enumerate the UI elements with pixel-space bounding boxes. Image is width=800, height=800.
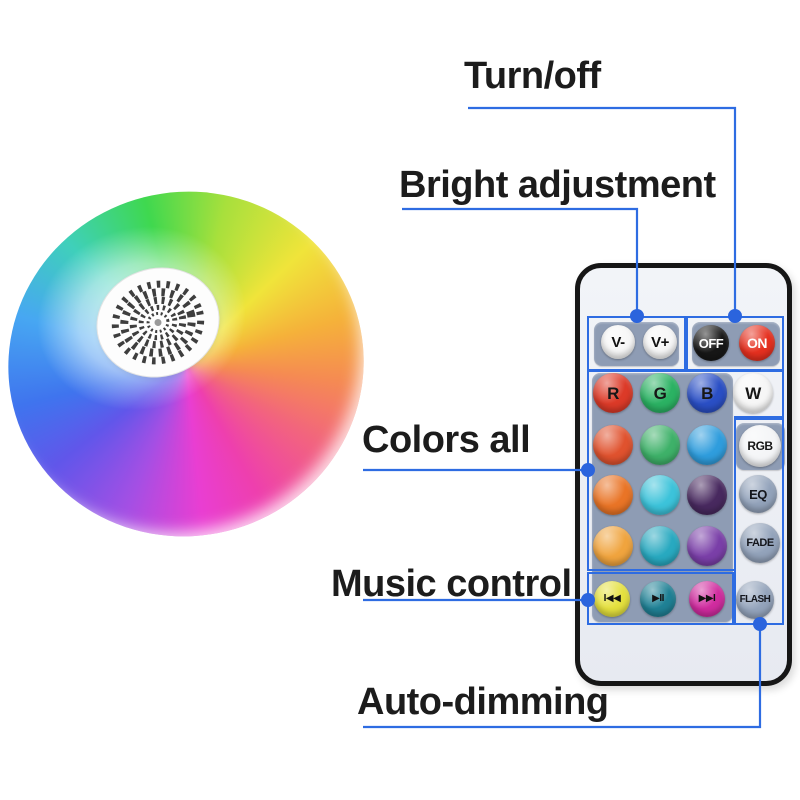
- on-button: ON: [739, 325, 775, 361]
- volume-down-button: V-: [601, 325, 635, 359]
- previous-track-button: I◀◀: [594, 581, 630, 617]
- label-music-control: Music control: [331, 563, 572, 605]
- play-pause-button: ▶II: [640, 581, 676, 617]
- color-button-green: [640, 425, 680, 465]
- off-button: OFF: [693, 325, 729, 361]
- color-button-teal: [640, 526, 680, 566]
- volume-up-button: V+: [643, 325, 677, 359]
- blue-button: B: [687, 373, 727, 413]
- color-button-amber: [593, 526, 633, 566]
- label-auto-dimming: Auto-dimming: [357, 681, 609, 723]
- speaker-grille: [85, 255, 231, 390]
- color-button-dark-purple: [687, 475, 727, 515]
- color-button-cyan: [640, 475, 680, 515]
- color-button-sky-blue: [687, 425, 727, 465]
- eq-button: EQ: [739, 475, 777, 513]
- remote-control: V- V+ OFF ON R G B W RGB EQ FADE I◀◀ ▶II…: [575, 263, 792, 686]
- red-button: R: [593, 373, 633, 413]
- label-turn-off: Turn/off: [464, 55, 601, 97]
- color-button-purple: [687, 526, 727, 566]
- fade-button: FADE: [740, 523, 780, 563]
- label-colors-all: Colors all: [362, 419, 531, 461]
- speaker-grille-pattern: [111, 280, 205, 365]
- rgb-button: RGB: [739, 425, 781, 467]
- flash-button: FLASH: [736, 581, 774, 619]
- color-button-orange: [593, 475, 633, 515]
- next-track-button: ▶▶I: [689, 581, 725, 617]
- color-button-orange-red: [593, 425, 633, 465]
- green-button: G: [640, 373, 680, 413]
- white-button: W: [733, 373, 773, 413]
- label-bright-adjustment: Bright adjustment: [399, 164, 716, 206]
